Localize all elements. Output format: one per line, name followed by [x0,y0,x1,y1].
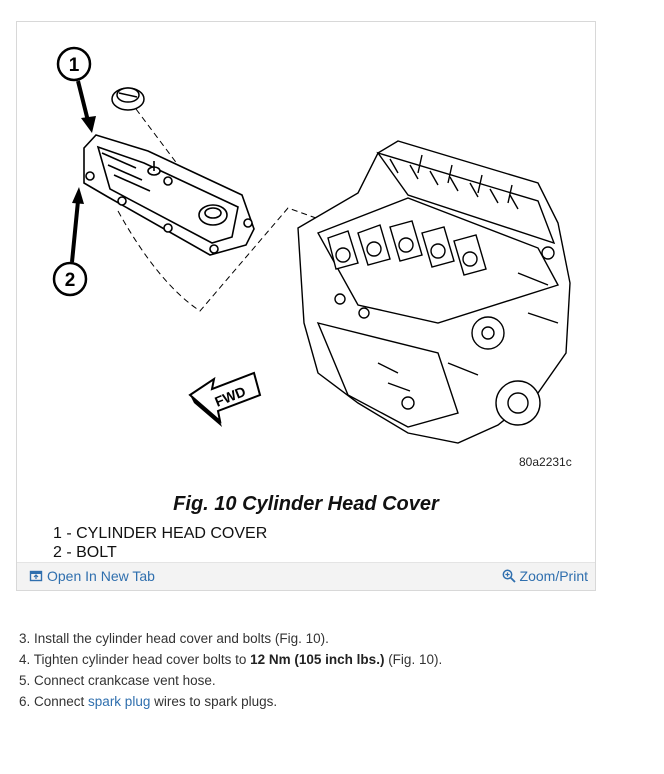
engine-block [297,140,571,444]
torque-spec: 12 Nm (105 inch lbs.) [250,652,385,667]
open-tab-icon [29,570,43,582]
figure-panel: 1 2 [16,21,596,591]
step-6-rest: wires to spark plugs. [150,694,278,709]
figure-code: 80a2231c [519,455,572,469]
step-3: 3. Install the cylinder head cover and b… [19,631,329,646]
figure-toolbar: Open In New Tab Zoom/Print [17,562,595,590]
cylinder-head-cover-illustration: 1 2 [52,46,571,444]
open-in-new-tab-label: Open In New Tab [47,568,155,584]
alignment-lines [117,108,331,312]
callout-1-label: 1 [69,55,80,76]
zoom-print-label: Zoom/Print [519,568,588,584]
step-6-text: 6. Connect [19,694,89,709]
legend-item-2: 2 - BOLT [53,544,117,561]
callout-2-label: 2 [65,270,76,291]
oil-filler-cap [111,87,145,111]
step-5: 5. Connect crankcase vent hose. [19,673,216,688]
open-in-new-tab-link[interactable]: Open In New Tab [29,568,155,584]
callout-2: 2 [52,187,88,297]
figure-legend: 1 - CYLINDER HEAD COVER 2 - BOLT [53,524,267,562]
zoom-in-icon [502,569,516,583]
callout-1: 1 [56,46,96,133]
spark-plug-link[interactable]: spark plug [88,694,151,709]
step-4-ref: (Fig. 10). [384,652,443,667]
step-4: 4. Tighten cylinder head cover bolts to … [19,649,442,670]
step-6: 6. Connect spark plug wires to spark plu… [19,691,442,712]
legend-item-1: 1 - CYLINDER HEAD COVER [53,525,268,542]
fwd-arrow: FWD [188,371,262,427]
step-4-text: 4. Tighten cylinder head cover bolts to [19,652,251,667]
valve-cover [83,134,255,256]
zoom-print-link[interactable]: Zoom/Print [502,568,588,584]
figure-title: Fig. 10 Cylinder Head Cover [173,493,439,515]
procedure-steps: 3. Install the cylinder head cover and b… [19,628,442,712]
